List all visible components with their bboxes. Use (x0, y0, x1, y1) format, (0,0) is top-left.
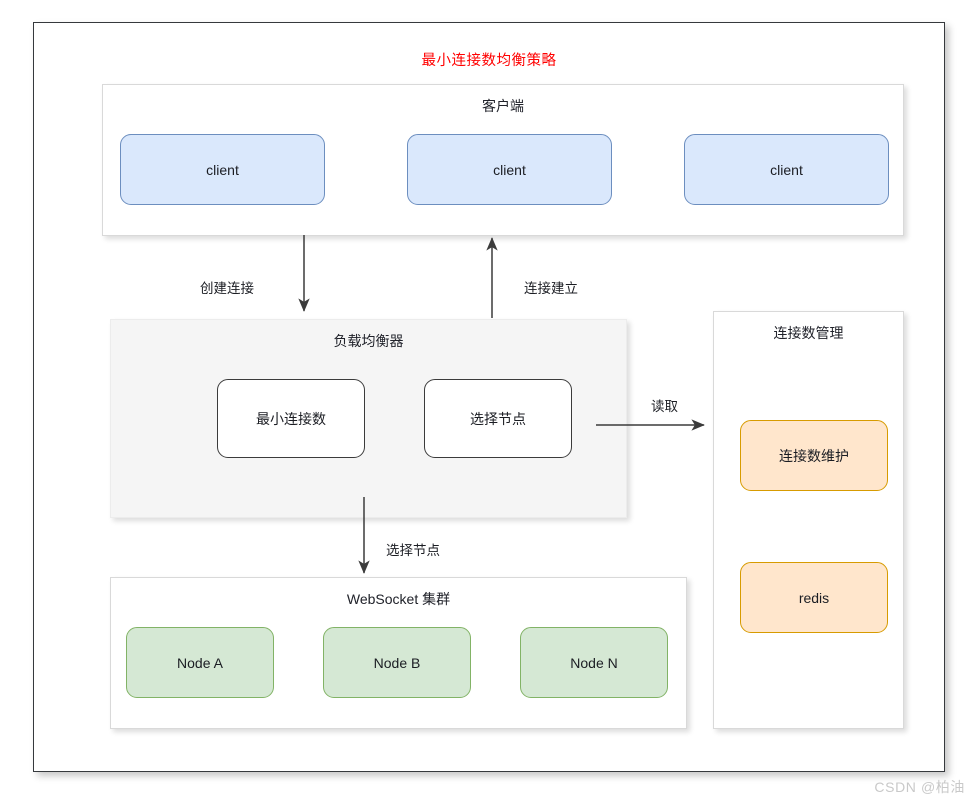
page-title: 最小连接数均衡策略 (421, 53, 557, 69)
client-node-2-label: client (493, 161, 526, 178)
ws-node-a[interactable]: Node A (126, 627, 274, 698)
cm-node-redis-label: redis (798, 589, 830, 606)
group-connection-management: 连接数管理 连接数维护 redis (713, 311, 904, 729)
ws-node-b[interactable]: Node B (323, 627, 471, 698)
edge-label-select-node: 选择节点 (386, 543, 440, 558)
cm-node-connection-maintenance-label: 连接数维护 (779, 447, 849, 464)
group-load-balancer-title: 负载均衡器 (333, 333, 404, 349)
edge-label-connection-established: 连接建立 (524, 281, 578, 296)
ws-node-a-label: Node A (177, 654, 223, 671)
group-client: 客户端 client client client (102, 84, 904, 236)
client-node-2[interactable]: client (407, 134, 612, 205)
group-load-balancer: 负载均衡器 最小连接数 选择节点 (110, 319, 627, 518)
ws-node-b-label: Node B (373, 654, 421, 671)
group-client-title: 客户端 (482, 98, 524, 114)
cm-node-redis[interactable]: redis (740, 562, 888, 633)
group-connection-management-title: 连接数管理 (773, 325, 844, 341)
ws-node-n-label: Node N (570, 654, 618, 671)
edge-label-create-connection: 创建连接 (200, 281, 254, 296)
lb-node-least-connections[interactable]: 最小连接数 (217, 379, 365, 458)
group-websocket-cluster-title: WebSocket 集群 (346, 591, 451, 607)
ws-node-n[interactable]: Node N (520, 627, 668, 698)
client-node-3-label: client (770, 161, 803, 178)
lb-node-select-node[interactable]: 选择节点 (424, 379, 572, 458)
lb-node-least-connections-label: 最小连接数 (256, 410, 326, 427)
lb-node-select-node-label: 选择节点 (470, 410, 526, 427)
watermark: CSDN @柏油 (874, 779, 965, 795)
diagram-outer-frame: 最小连接数均衡策略 客户端 client client client 负载均衡器… (33, 22, 945, 772)
client-node-1[interactable]: client (120, 134, 325, 205)
client-node-1-label: client (206, 161, 239, 178)
client-node-3[interactable]: client (684, 134, 889, 205)
cm-node-connection-maintenance[interactable]: 连接数维护 (740, 420, 888, 491)
edge-label-read: 读取 (651, 399, 678, 414)
group-websocket-cluster: WebSocket 集群 Node A Node B Node N (110, 577, 687, 729)
